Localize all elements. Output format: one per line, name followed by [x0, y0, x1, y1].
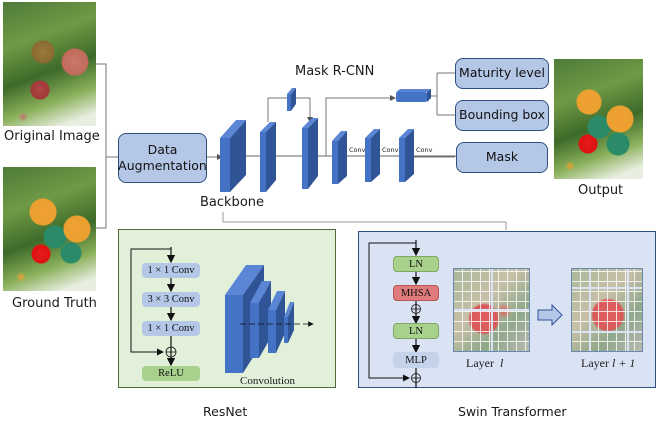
roi-head-block-3 [399, 129, 414, 182]
fpn-layer-block-1 [260, 122, 276, 192]
swin-ln-block-1: LN [393, 256, 439, 272]
conv-label-1: Conv [349, 146, 366, 154]
data-augmentation-line1: Data [147, 141, 178, 157]
layer-l1-symbol: l + 1 [611, 356, 636, 370]
resnet-block-1x1-conv-b: 1 × 1 Conv [142, 321, 200, 336]
conv-label-3: Conv [416, 146, 433, 154]
layer-l-symbol: l [499, 356, 504, 370]
convolution-stack-graphic [225, 265, 314, 373]
shift-window-arrow-icon [537, 303, 563, 327]
maturity-level-box: Maturity level [455, 58, 549, 89]
roi-head-block-2 [365, 129, 380, 182]
swin-mlp-block: MLP [393, 352, 439, 368]
mask-box: Mask [456, 142, 548, 173]
swin-mhsa-block: MHSA [393, 285, 439, 301]
resnet-block-3x3-conv: 3 × 3 Conv [142, 292, 200, 307]
rpn-head-block [396, 89, 431, 102]
swin-transformer-title: Swin Transformer [458, 404, 567, 419]
roi-head-block-1 [332, 131, 347, 184]
backbone-label: Backbone [200, 195, 265, 210]
resnet-title: ResNet [203, 404, 248, 419]
original-image [3, 2, 96, 126]
input-bracket [96, 63, 107, 229]
layer-l1-label: Layer l + 1 [581, 356, 635, 371]
layer-l-text: Layer [466, 356, 494, 370]
layer-l-label: Layer l [466, 356, 503, 371]
bounding-box-box: Bounding box [455, 100, 549, 131]
output-image [554, 59, 643, 179]
layer-l1-shifted-windows [571, 268, 643, 352]
swin-ln-block-2: LN [393, 323, 439, 339]
layer-l-windows [453, 268, 530, 352]
original-image-label: Original Image [4, 129, 100, 144]
ground-truth-image [3, 167, 96, 291]
resnet-block-1x1-conv-a: 1 × 1 Conv [142, 263, 200, 278]
mask-rcnn-title: Mask R-CNN [295, 64, 375, 79]
fpn-layer-small [287, 88, 296, 111]
data-augmentation-line2: Augmentation [118, 158, 207, 173]
backbone-layer-block [220, 120, 246, 192]
data-augmentation-box: Data Augmentation [118, 133, 207, 183]
ground-truth-label: Ground Truth [12, 296, 97, 311]
output-label: Output [578, 183, 624, 198]
conv-label-2: Conv [382, 146, 399, 154]
convolution-label: Convolution [240, 375, 296, 387]
resnet-relu-block: ReLU [142, 366, 200, 381]
layer-l1-text: Layer [581, 356, 609, 370]
fpn-layer-block-2 [302, 118, 318, 189]
